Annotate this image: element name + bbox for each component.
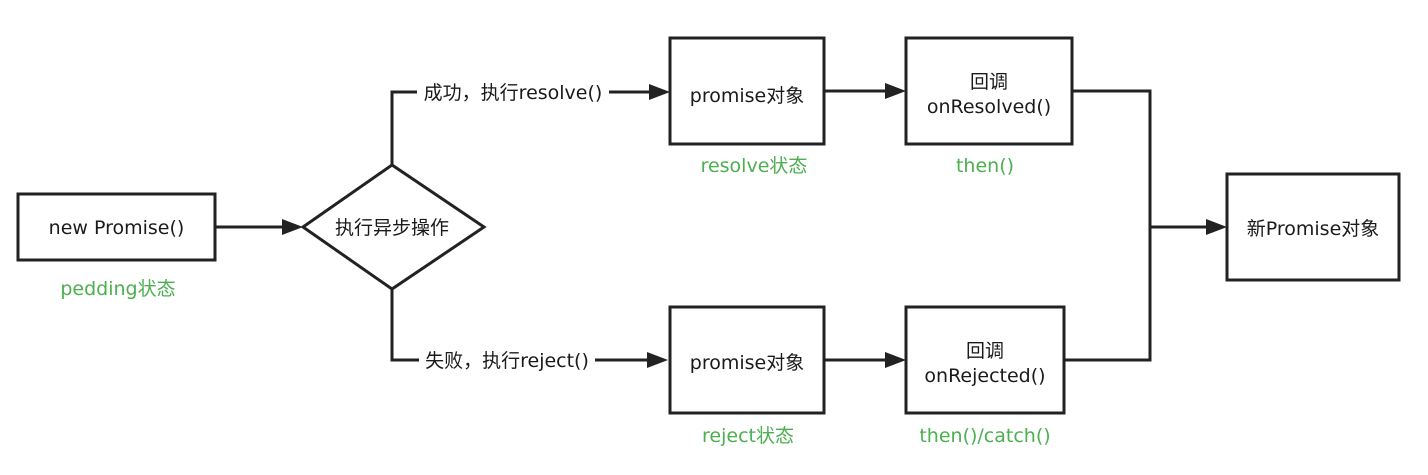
node-on-rejected-line1: 回调 <box>966 340 1004 362</box>
arrowhead-onresolved <box>885 83 906 99</box>
connector-onresolved-to-merge <box>1072 89 1152 227</box>
node-on-resolved: 回调 onResolved() <box>904 36 1074 146</box>
state-label-then-catch: then()/catch() <box>919 425 1050 447</box>
node-on-rejected-line2: onRejected() <box>924 365 1045 387</box>
node-on-resolved-line2: onResolved() <box>927 96 1051 118</box>
edge-label-failure-text: 失败，执行reject() <box>425 350 589 372</box>
node-async-operation-label: 执行异步操作 <box>335 217 449 239</box>
node-rejected-promise: promise对象 <box>668 305 826 415</box>
state-label-then: then() <box>956 155 1014 177</box>
arrowhead-async <box>282 219 303 235</box>
node-resolved-promise: promise对象 <box>668 36 826 146</box>
node-rejected-promise-label: promise对象 <box>690 352 804 374</box>
connector-onrejected-to-merge <box>1064 227 1152 362</box>
node-new-promise-result: 新Promise对象 <box>1225 172 1401 282</box>
node-on-resolved-line1: 回调 <box>970 71 1008 93</box>
node-async-operation: 执行异步操作 <box>300 163 487 291</box>
arrowhead-reject-promise <box>647 352 668 368</box>
node-new-promise: new Promise() <box>16 192 217 262</box>
node-resolved-promise-label: promise对象 <box>690 85 804 107</box>
node-new-promise-result-label: 新Promise对象 <box>1247 218 1380 240</box>
arrowhead-onrejected <box>885 352 906 368</box>
node-new-promise-label: new Promise() <box>49 217 185 239</box>
connectors <box>215 83 1227 368</box>
edge-label-failure: 失败，执行reject() <box>419 348 595 374</box>
state-labels: pedding状态 resolve状态 then() reject状态 then… <box>60 155 1050 447</box>
arrowhead-resolve-promise <box>649 84 670 100</box>
arrowhead-new-promise <box>1206 219 1227 235</box>
state-label-resolve: resolve状态 <box>701 155 808 177</box>
state-label-pending: pedding状态 <box>60 278 175 300</box>
state-label-reject: reject状态 <box>702 425 794 447</box>
node-on-rejected: 回调 onRejected() <box>904 305 1066 415</box>
edge-label-success-text: 成功，执行resolve() <box>424 82 603 104</box>
edge-label-success: 成功，执行resolve() <box>417 80 609 106</box>
